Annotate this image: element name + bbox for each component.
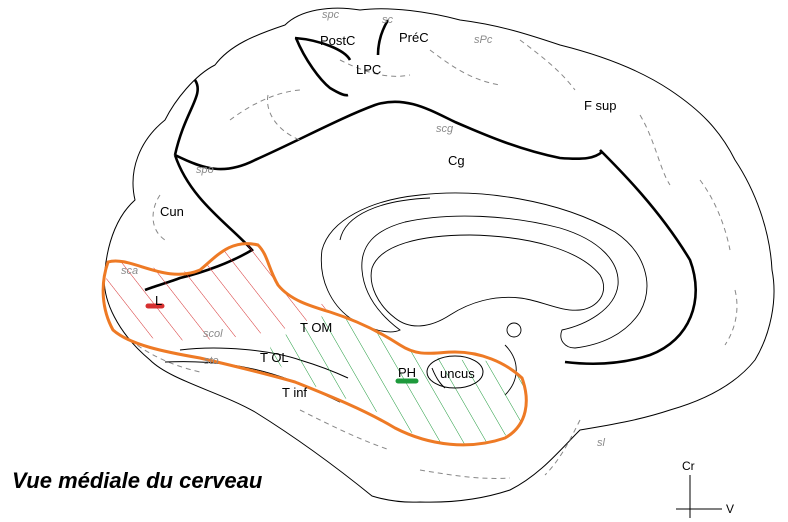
label-lpc: LPC <box>356 62 381 77</box>
label-cg: Cg <box>448 153 465 168</box>
orientation-compass: Cr V <box>676 459 734 518</box>
label-uncus: uncus <box>440 366 475 381</box>
sulcus-spc2: sPc <box>474 34 493 46</box>
sulcus-scg: scg <box>436 123 454 135</box>
highlight-outline <box>101 242 528 447</box>
label-tom: T OM <box>300 320 332 335</box>
sulcus-sl: sl <box>597 437 606 449</box>
central-sulcus <box>294 37 349 97</box>
sulcus-spc: spc <box>322 9 340 21</box>
sulcus-sto: sto <box>204 355 219 367</box>
axis-label-cr: Cr <box>682 459 695 473</box>
sulcus-sca: sca <box>121 265 138 277</box>
uncus-shape <box>426 355 484 389</box>
label-fsup: F sup <box>584 98 617 113</box>
axis-label-v: V <box>726 502 734 516</box>
sulcus-sc: sc <box>382 14 394 26</box>
label-prec: PréC <box>399 30 429 45</box>
anterior-commissure <box>506 322 522 338</box>
label-cun: Cun <box>160 204 184 219</box>
cingulate-sulcus <box>174 100 603 171</box>
diagram-title: Vue médiale du cerveau <box>12 468 263 493</box>
lingual-gyrus-hatch <box>104 244 330 341</box>
label-postc: PostC <box>320 33 355 48</box>
sulcus-scol: scol <box>203 328 223 340</box>
corpus-callosum <box>320 192 648 349</box>
parieto-occipital-sulcus <box>173 79 200 156</box>
sulcus-spo: spo <box>196 164 214 176</box>
label-tinf: T inf <box>282 385 307 400</box>
label-l: L <box>155 293 162 308</box>
label-tol: T OL <box>260 350 289 365</box>
paracentral-sulcus <box>376 19 390 56</box>
fornix <box>370 234 605 327</box>
frontal-cingulate-sulcus <box>564 149 698 366</box>
label-ph: PH <box>398 365 416 380</box>
